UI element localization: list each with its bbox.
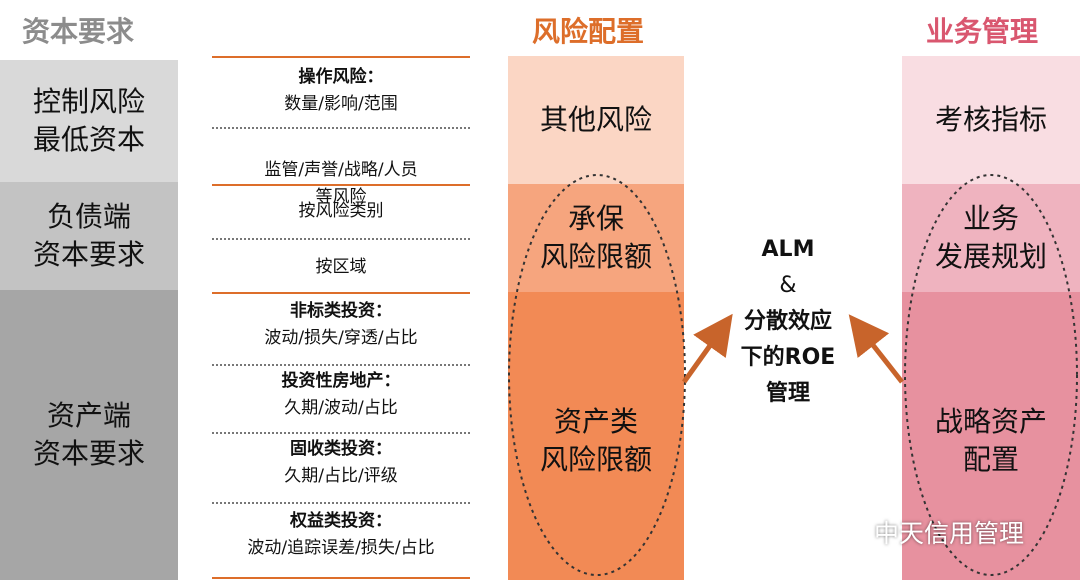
left-block-label: 负债端 资本要求 bbox=[32, 200, 145, 271]
header-business-management: 业务管理 bbox=[926, 15, 1039, 48]
left-block-asset: 资产端 资本要求 bbox=[0, 290, 178, 580]
alm-line-1: ALM bbox=[761, 237, 815, 262]
list-item-detail: 监管/声誉/战略/人员 等风险 bbox=[264, 160, 418, 207]
risk-block-label: 承保 风险限额 bbox=[539, 202, 652, 273]
list-item-title: 操作风险： bbox=[298, 67, 384, 87]
list-item-detail: 波动/损失/穿透/占比 bbox=[264, 328, 418, 348]
list-item-title: 投资性房地产： bbox=[281, 371, 401, 391]
business-block-label: 业务 发展规划 bbox=[934, 202, 1047, 273]
divider-solid bbox=[212, 56, 470, 58]
list-item-detail: 按区域 bbox=[315, 257, 367, 277]
list-item-operational-risk: 操作风险： 数量/影响/范围 bbox=[212, 64, 470, 118]
divider-solid bbox=[212, 577, 470, 579]
divider-dotted bbox=[212, 364, 470, 366]
list-item-detail: 久期/波动/占比 bbox=[284, 398, 398, 418]
list-item-by-region: 按区域 bbox=[212, 254, 470, 281]
watermark: 中天信用管理 bbox=[832, 514, 1024, 550]
risk-block-underwriting: 承保 风险限额 bbox=[508, 184, 684, 292]
risk-block-asset: 资产类 风险限额 bbox=[508, 292, 684, 580]
arrow-right bbox=[848, 314, 904, 384]
business-block-label: 战略资产 配置 bbox=[934, 405, 1047, 476]
list-item-fixed-income: 固收类投资： 久期/占比/评级 bbox=[212, 436, 470, 490]
business-block-strategic-allocation: 战略资产 配置 bbox=[902, 292, 1080, 580]
divider-dotted bbox=[212, 432, 470, 434]
business-block-planning: 业务 发展规划 bbox=[902, 184, 1080, 292]
list-item-by-risk-type: 按风险类别 bbox=[212, 198, 470, 225]
list-item-detail: 波动/追踪误差/损失/占比 bbox=[247, 538, 435, 558]
list-item-equity-investment: 权益类投资： 波动/追踪误差/损失/占比 bbox=[212, 508, 470, 562]
risk-block-other: 其他风险 bbox=[508, 56, 684, 184]
risk-dashed-ellipse bbox=[508, 174, 686, 576]
list-item-detail: 按风险类别 bbox=[298, 201, 384, 221]
list-item-investment-property: 投资性房地产： 久期/波动/占比 bbox=[212, 368, 470, 422]
list-item-nonstandard-investment: 非标类投资： 波动/损失/穿透/占比 bbox=[212, 298, 470, 352]
left-block-liability: 负债端 资本要求 bbox=[0, 182, 178, 290]
divider-dotted bbox=[212, 502, 470, 504]
divider-solid bbox=[212, 184, 470, 186]
arrow-left bbox=[681, 313, 733, 384]
wechat-icon bbox=[833, 518, 867, 545]
risk-block-label: 资产类 风险限额 bbox=[539, 405, 652, 476]
business-block-kpi: 考核指标 bbox=[902, 56, 1080, 184]
alm-label: ALM & 分散效应 下的ROE 管理 bbox=[722, 232, 854, 412]
divider-dotted bbox=[212, 127, 470, 129]
list-item-detail: 数量/影响/范围 bbox=[284, 94, 398, 114]
header-risk-allocation: 风险配置 bbox=[532, 15, 645, 48]
business-dashed-ellipse bbox=[904, 174, 1078, 576]
list-item-title: 权益类投资： bbox=[290, 511, 392, 531]
list-item-other-risks: 监管/声誉/战略/人员 等风险 bbox=[212, 130, 470, 238]
list-item-title: 固收类投资： bbox=[290, 439, 392, 459]
risk-block-label: 其他风险 bbox=[539, 103, 652, 136]
alm-line-2: & bbox=[779, 273, 797, 298]
left-block-label: 控制风险 最低资本 bbox=[32, 85, 145, 156]
business-block-label: 考核指标 bbox=[934, 103, 1047, 136]
left-block-label: 资产端 资本要求 bbox=[32, 399, 145, 470]
alm-line-3: 分散效应 下的ROE 管理 bbox=[740, 309, 836, 406]
list-item-detail: 久期/占比/评级 bbox=[284, 466, 398, 486]
watermark-text: 中天信用管理 bbox=[874, 519, 1025, 548]
divider-solid bbox=[212, 292, 470, 294]
header-capital-requirements: 资本要求 bbox=[22, 15, 135, 48]
divider-dotted bbox=[212, 238, 470, 240]
list-item-title: 非标类投资： bbox=[290, 301, 392, 321]
left-block-control-risk: 控制风险 最低资本 bbox=[0, 60, 178, 182]
